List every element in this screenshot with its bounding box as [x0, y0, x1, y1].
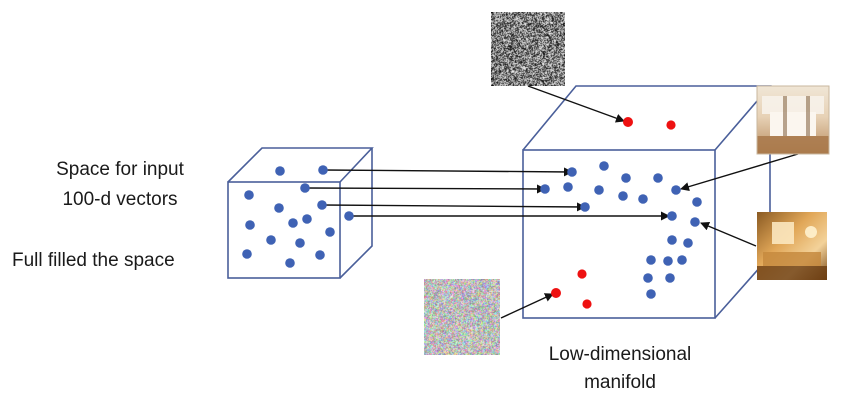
- manifold-dot: [599, 161, 609, 171]
- outlier-dot: [666, 120, 676, 130]
- color-noise-image: [424, 279, 500, 355]
- manifold-dot: [665, 273, 675, 283]
- input-dots: [242, 165, 354, 268]
- input-dot: [295, 238, 305, 248]
- manifold-dot: [646, 289, 656, 299]
- outlier-dots: [551, 117, 676, 309]
- input-dot: [302, 214, 312, 224]
- manifold-dot: [677, 255, 687, 265]
- manifold-dot: [663, 256, 673, 266]
- input-cube-front: [227, 181, 341, 279]
- input-space-label-line1: Space for input: [56, 159, 184, 180]
- manifold-dot: [563, 182, 573, 192]
- input-space-label-line2: 100-d vectors: [62, 189, 178, 210]
- noise-top-arrow: [527, 85, 625, 123]
- input-dot: [285, 258, 295, 268]
- manifold-dot: [667, 211, 677, 221]
- manifold-dot: [618, 191, 628, 201]
- manifold-dot: [667, 235, 677, 245]
- input-dot: [242, 249, 252, 259]
- mapping-arrow: [304, 184, 546, 194]
- outlier-dot: [582, 299, 592, 309]
- input-dot: [325, 227, 335, 237]
- manifold-dot: [621, 173, 631, 183]
- manifold-dot: [653, 173, 663, 183]
- input-dot: [344, 211, 354, 221]
- input-dot: [274, 203, 284, 213]
- input-dot: [288, 218, 298, 228]
- input-dot: [275, 166, 285, 176]
- outlier-dot: [623, 117, 633, 127]
- manifold-cube-top: [522, 85, 772, 151]
- outlier-dot: [551, 288, 561, 298]
- input-cube-top: [227, 147, 374, 183]
- grayscale-noise-image: [491, 12, 565, 86]
- input-cube-side: [339, 148, 373, 279]
- bedroom-arrow: [680, 153, 799, 192]
- manifold-cube-front: [522, 149, 716, 319]
- input-dot: [315, 250, 325, 260]
- manifold-dot: [580, 202, 590, 212]
- input-dot: [244, 190, 254, 200]
- manifold-dot: [690, 217, 700, 227]
- manifold-dots: [540, 161, 702, 299]
- manifold-label-line1: Low-dimensional: [548, 344, 692, 365]
- image-arrows: [500, 85, 799, 319]
- manifold-dot: [638, 194, 648, 204]
- input-dot: [317, 200, 327, 210]
- mapping-arrows: [304, 167, 670, 221]
- input-space-cube: [227, 147, 374, 279]
- manifold-dot: [671, 185, 681, 195]
- filled-space-label: Full filled the space: [12, 250, 175, 271]
- manifold-label-line2: manifold: [584, 372, 656, 393]
- bedroom-photo-image: [756, 85, 830, 155]
- noise-bottom-arrow: [500, 293, 554, 319]
- input-dot: [245, 220, 255, 230]
- room-arrow: [700, 221, 757, 247]
- input-dot: [318, 165, 328, 175]
- outlier-dot: [577, 269, 587, 279]
- manifold-dot: [683, 238, 693, 248]
- input-dot: [266, 235, 276, 245]
- manifold-dot: [646, 255, 656, 265]
- manifold-dot: [643, 273, 653, 283]
- manifold-dot: [594, 185, 604, 195]
- manifold-dot: [567, 167, 577, 177]
- room-photo-image: [757, 212, 827, 280]
- manifold-dot: [540, 184, 550, 194]
- input-dot: [300, 183, 310, 193]
- manifold-dot: [692, 197, 702, 207]
- mapping-arrow: [321, 202, 586, 212]
- mapping-arrow: [322, 167, 573, 177]
